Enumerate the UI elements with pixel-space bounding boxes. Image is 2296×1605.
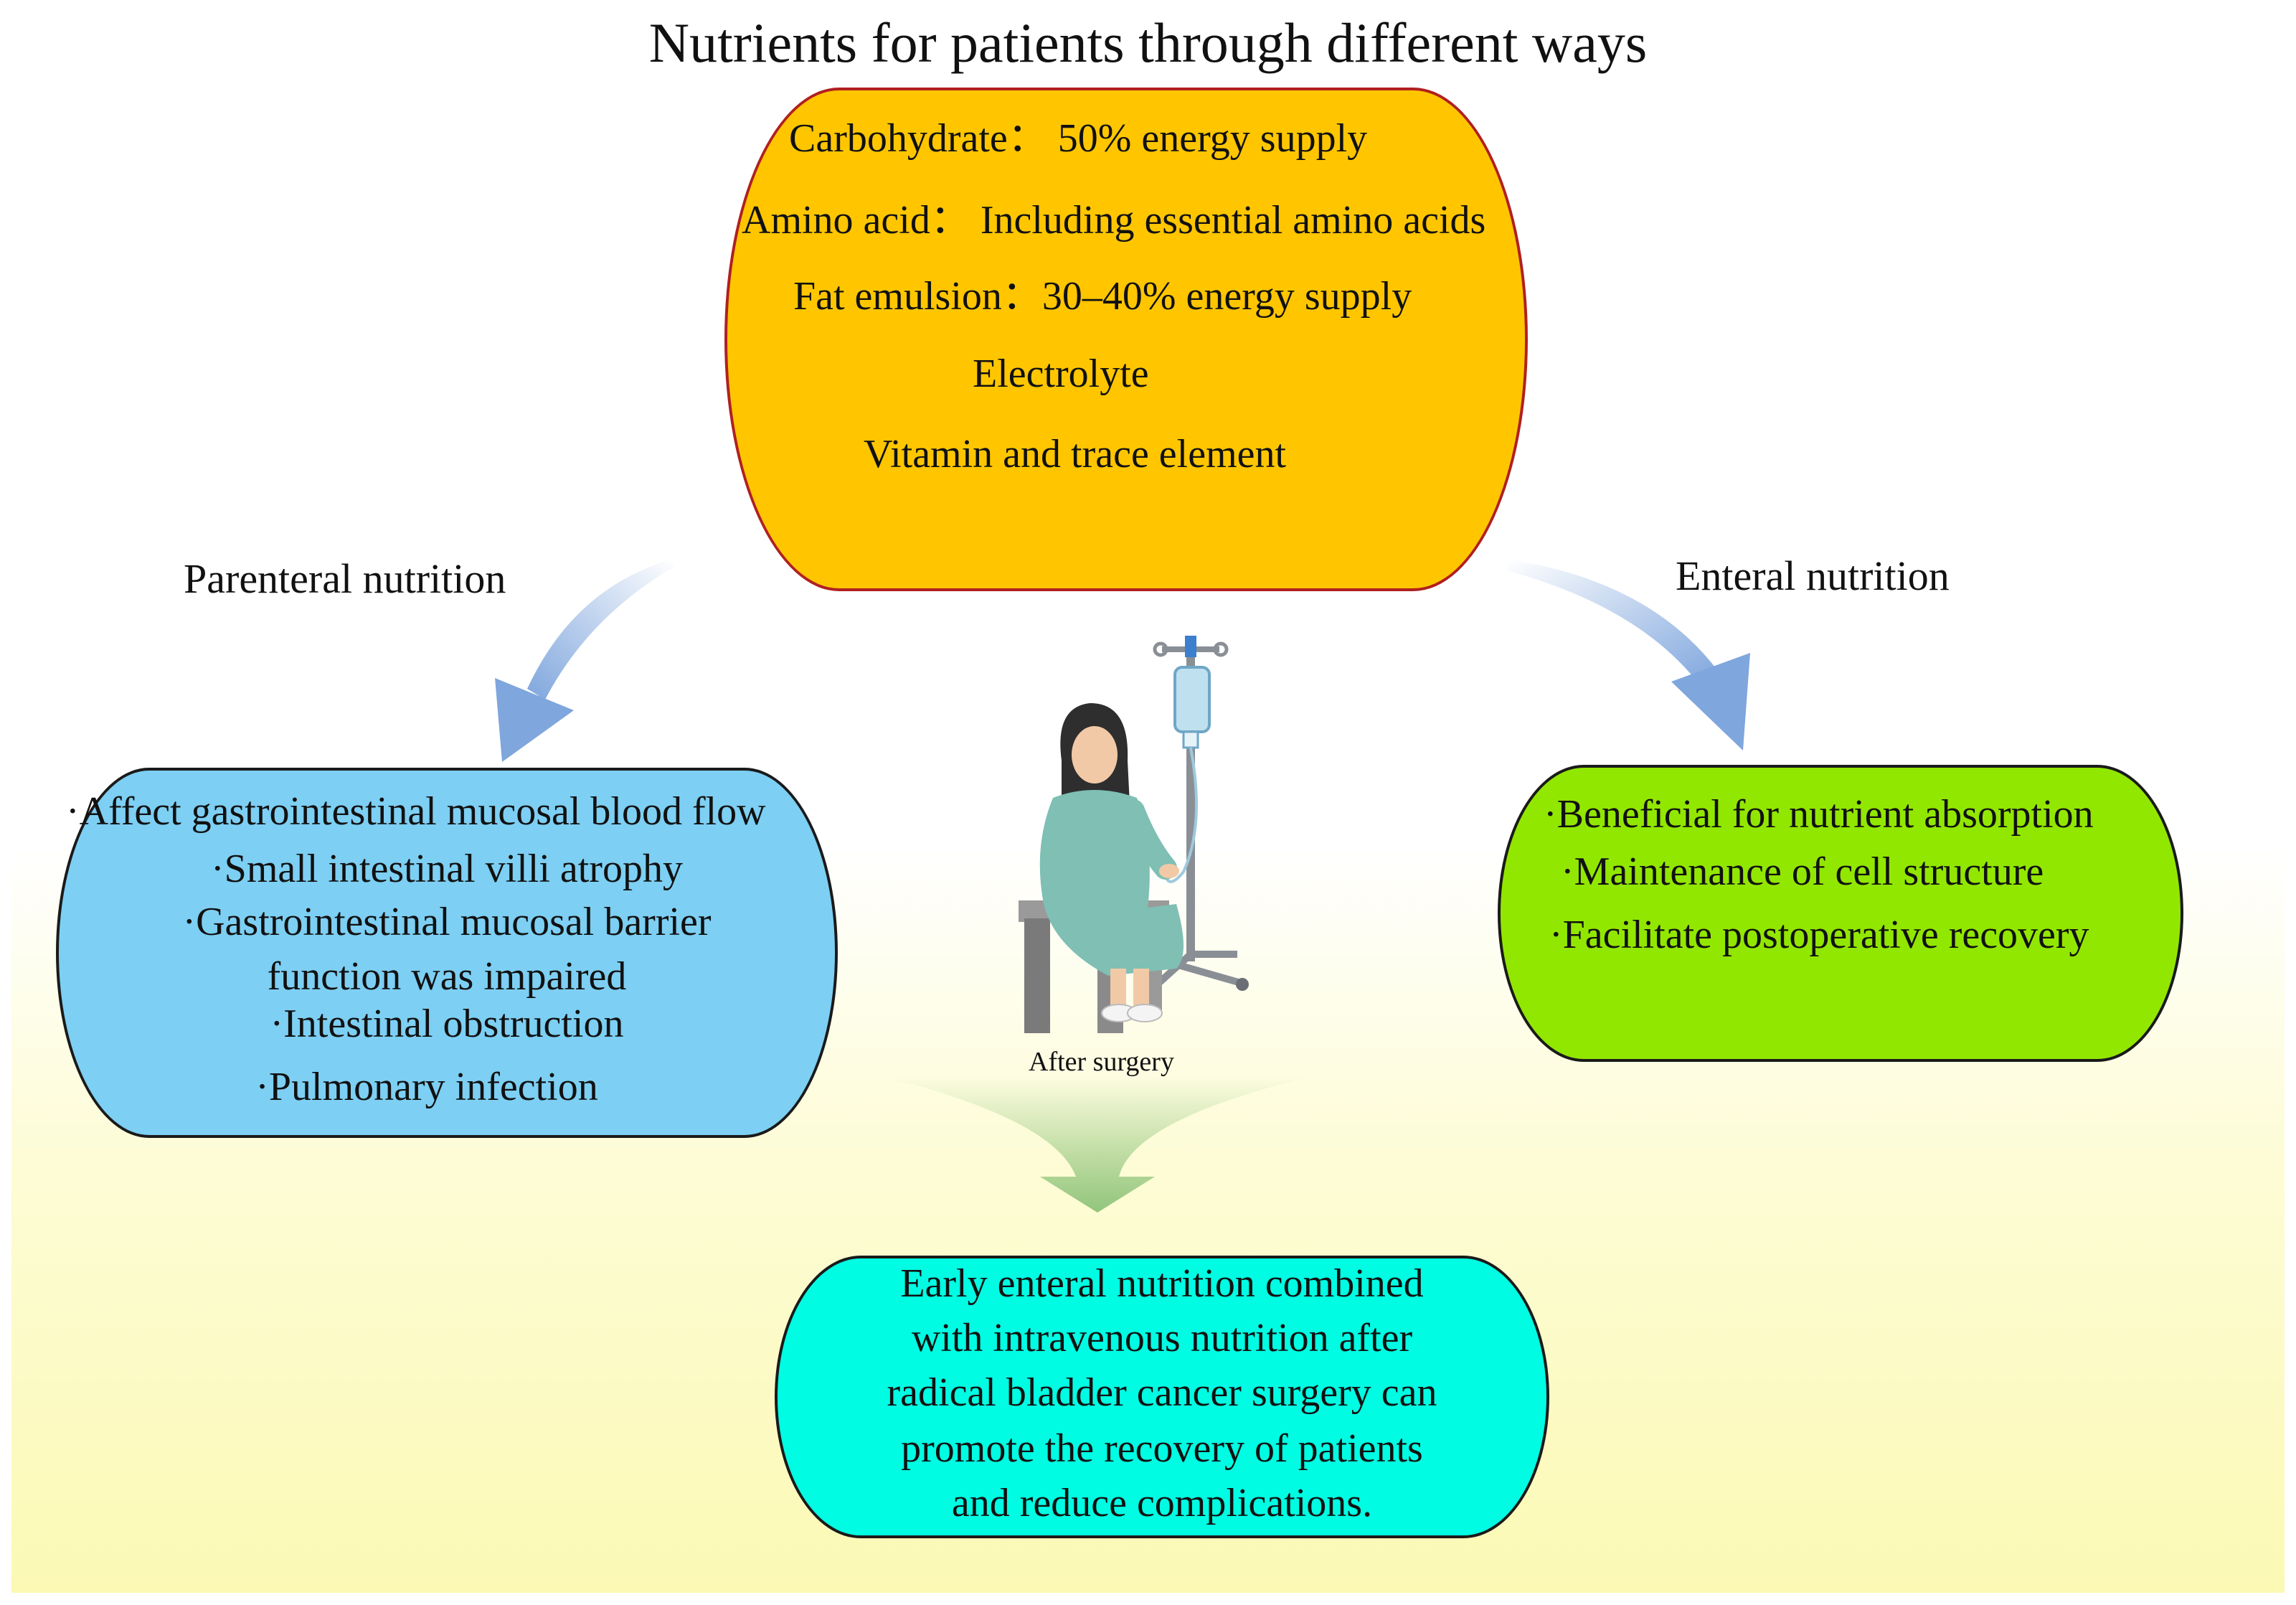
nutrient-carbohydrate: Carbohydrate： 50% energy supply: [789, 116, 1368, 161]
nutrient-electrolyte: Electrolyte: [973, 352, 1149, 396]
nutrients-box: [724, 88, 1528, 591]
patient-with-iv-illustration: [1019, 636, 1249, 1033]
patient-caption: After surgery: [1029, 1047, 1174, 1077]
conclusion-line-3: radical bladder cancer surgery can: [887, 1370, 1437, 1415]
conclusion-line-5: and reduce complications.: [951, 1481, 1373, 1525]
conclusion-arrow: [882, 1076, 1313, 1213]
parenteral-effects-box: [56, 768, 838, 1138]
parenteral-effect-barrier: ·Gastrointestinal mucosal barrier: [182, 900, 712, 944]
conclusion-line-1: Early enteral nutrition combined: [900, 1261, 1424, 1306]
parenteral-effect-blood-flow: ·Affect gastrointestinal mucosal blood f…: [66, 789, 766, 834]
parenteral-arrow: [495, 560, 674, 762]
nutrient-fat-emulsion: Fat emulsion：30–40% energy supply: [793, 274, 1412, 319]
enteral-effect-absorption: ·Beneficial for nutrient absorption: [1544, 792, 2094, 837]
diagram-title: Nutrients for patients through different…: [648, 11, 1648, 74]
parenteral-effect-barrier-cont: function was impaired: [267, 954, 627, 999]
conclusion-line-2: with intravenous nutrition after: [911, 1316, 1413, 1360]
parenteral-effect-obstruction: ·Intestinal obstruction: [270, 1002, 624, 1046]
enteral-effect-cell-structure: ·Maintenance of cell structure: [1561, 849, 2044, 894]
parenteral-label: Parenteral nutrition: [184, 555, 506, 602]
nutrient-amino-acid: Amino acid： Including essential amino ac…: [742, 198, 1486, 243]
conclusion-box: [775, 1256, 1549, 1538]
enteral-effect-recovery: ·Facilitate postoperative recovery: [1549, 913, 2089, 957]
nutrient-vitamin: Vitamin and trace element: [864, 432, 1287, 476]
parenteral-effect-villi-atrophy: ·Small intestinal villi atrophy: [211, 847, 683, 891]
parenteral-effect-pulmonary: ·Pulmonary infection: [255, 1065, 598, 1109]
enteral-effects-box: [1498, 765, 2183, 1062]
enteral-label: Enteral nutrition: [1676, 552, 1950, 599]
conclusion-line-4: promote the recovery of patients: [901, 1426, 1423, 1471]
enteral-arrow: [1506, 560, 1750, 750]
